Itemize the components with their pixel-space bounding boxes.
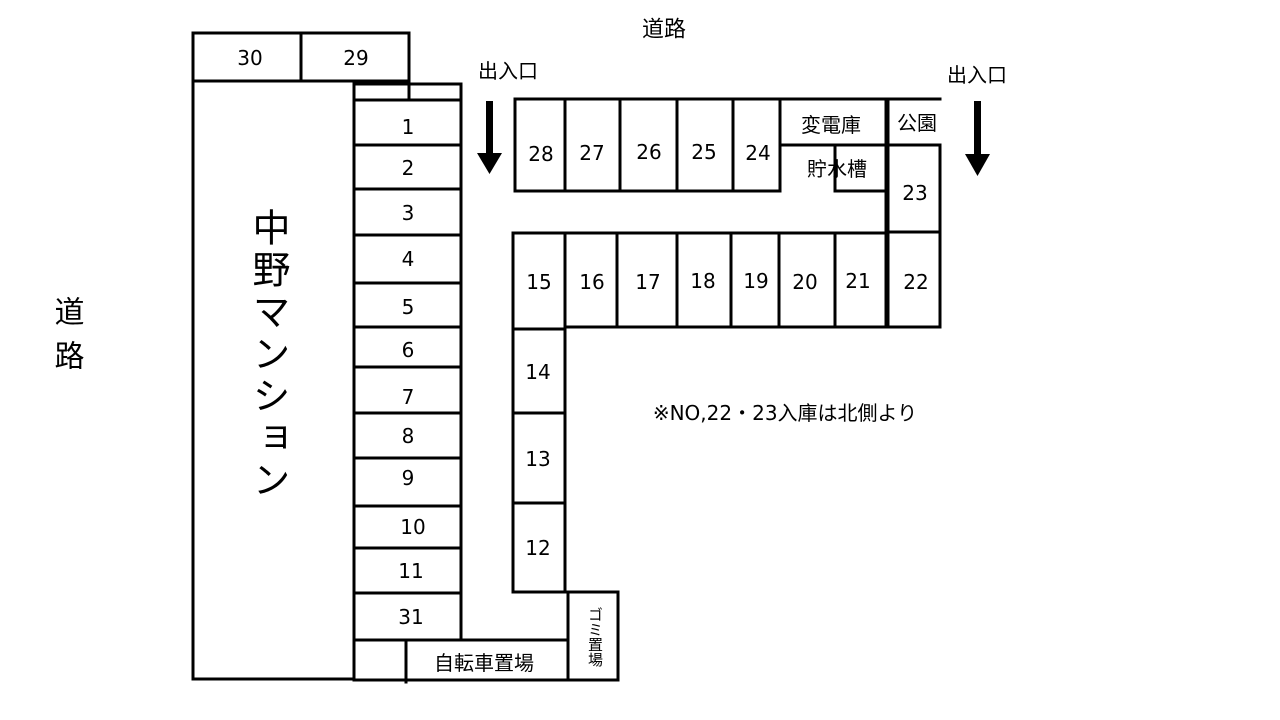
space-21: 21 — [845, 269, 870, 293]
space-13: 13 — [525, 447, 550, 471]
substation-label: 変電庫 — [801, 113, 861, 137]
space-20: 20 — [792, 270, 817, 294]
space-11: 11 — [398, 559, 423, 583]
entrance-left-label: 出入口 — [478, 59, 538, 83]
space-16: 16 — [579, 270, 604, 294]
space-2: 2 — [402, 156, 415, 180]
space-24: 24 — [745, 141, 770, 165]
space-30: 30 — [237, 46, 262, 70]
building-label: 中野マンション — [246, 208, 290, 502]
space-10: 10 — [400, 515, 425, 539]
entrance-right-label: 出入口 — [947, 63, 1007, 87]
space-9: 9 — [402, 466, 415, 490]
entrance-arrow-right — [965, 101, 990, 176]
road-top-label: 道路 — [642, 18, 686, 43]
space-23: 23 — [902, 181, 927, 205]
space-15: 15 — [526, 270, 551, 294]
bicycle-parking-label: 自転車置場 — [434, 651, 534, 675]
space-31: 31 — [398, 605, 423, 629]
space-7: 7 — [402, 385, 415, 409]
space-19: 19 — [743, 269, 768, 293]
park-label: 公園 — [897, 111, 937, 135]
entry-note: ※NO,22・23入庫は北側より — [653, 401, 917, 425]
space-27: 27 — [579, 141, 604, 165]
space-29: 29 — [343, 46, 368, 70]
water-tank-label: 貯水槽 — [807, 157, 867, 181]
space-18: 18 — [690, 269, 715, 293]
space-17: 17 — [635, 270, 660, 294]
space-22: 22 — [903, 270, 928, 294]
garbage-label: ゴミ置場 — [586, 607, 604, 667]
space-1: 1 — [402, 115, 415, 139]
space-4: 4 — [402, 247, 415, 271]
space-25: 25 — [691, 140, 716, 164]
space-8: 8 — [402, 424, 415, 448]
road-left-label: 道路 — [49, 296, 84, 384]
space-6: 6 — [402, 338, 415, 362]
space-14: 14 — [525, 360, 550, 384]
space-3: 3 — [402, 201, 415, 225]
space-12: 12 — [525, 536, 550, 560]
space-26: 26 — [636, 140, 661, 164]
space-5: 5 — [402, 295, 415, 319]
space-28: 28 — [528, 142, 553, 166]
entrance-arrow-left — [477, 101, 502, 174]
